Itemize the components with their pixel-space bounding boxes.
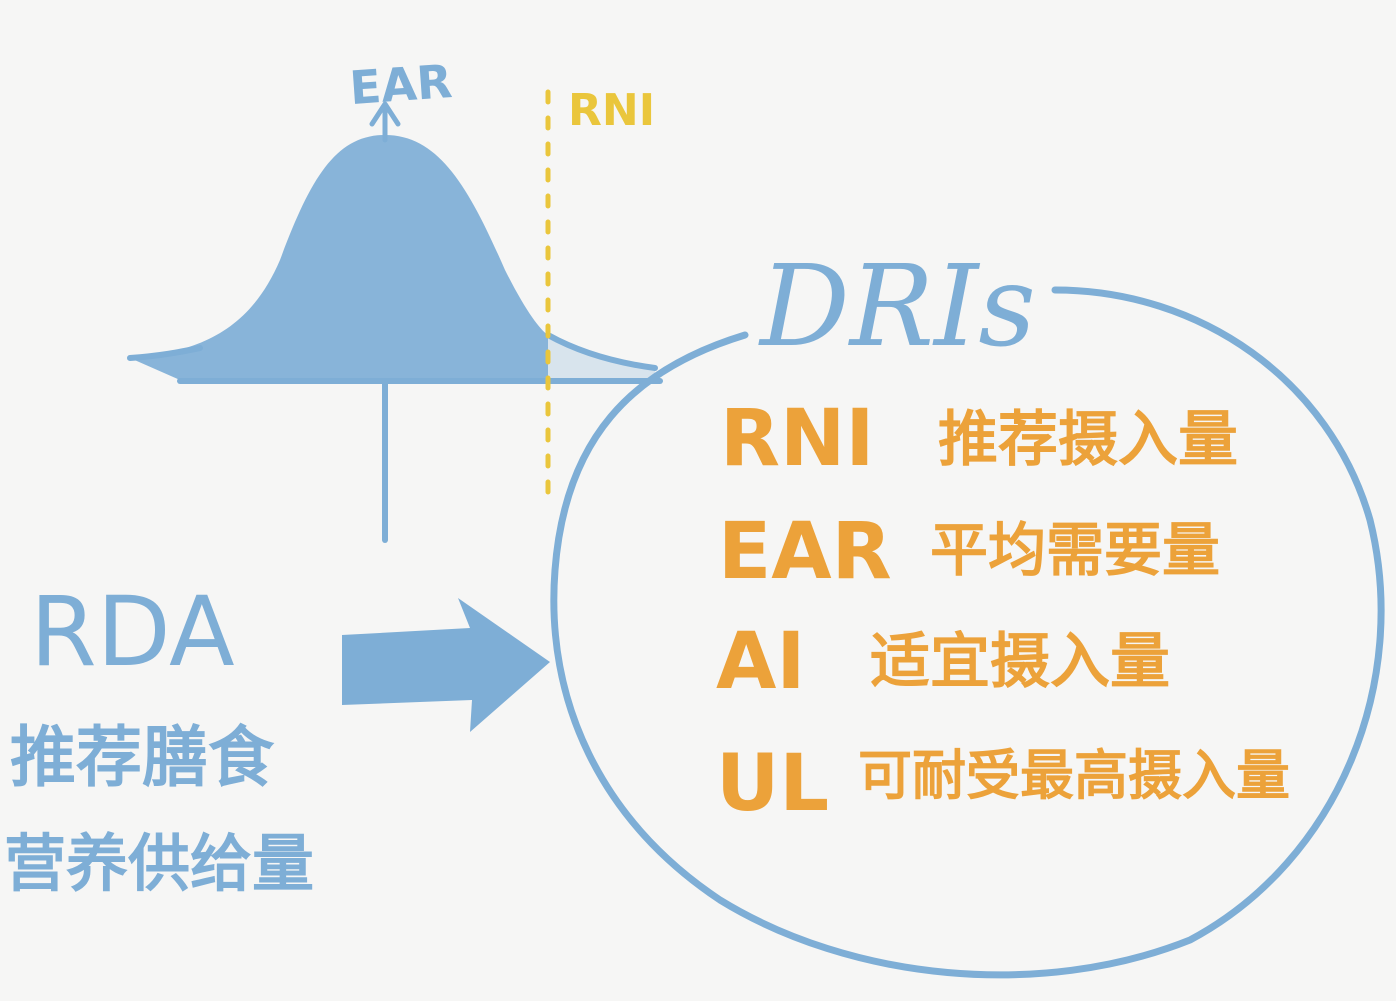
dris-item-text: 适宜摄入量 — [870, 627, 1170, 697]
dris-item-abbr: EAR — [718, 507, 892, 597]
rda-line1: 推荐膳食 — [10, 719, 275, 796]
peak-label-ear: EAR — [348, 54, 454, 115]
peak-arrow-icon — [369, 101, 401, 127]
dris-item-text: 推荐摄入量 — [938, 405, 1238, 475]
curve-tail-fill — [548, 335, 655, 380]
dris-item-rni: RNI 推荐摄入量 — [720, 394, 1238, 484]
dris-item-text: 平均需要量 — [930, 516, 1220, 584]
dris-item-ul: UL 可耐受最高摄入量 — [716, 739, 1290, 829]
dris-circle-group: DRIs RNI 推荐摄入量 EAR 平均需要量 AI 适宜摄入量 UL 可耐受… — [550, 242, 1385, 979]
dris-list: RNI 推荐摄入量 EAR 平均需要量 AI 适宜摄入量 UL 可耐受最高摄入量 — [716, 394, 1290, 829]
rda-line2: 营养供给量 — [4, 827, 314, 900]
dris-title: DRIs — [758, 242, 1036, 372]
dris-circle — [550, 286, 1385, 979]
rda-block: RDA 推荐膳食 营养供给量 — [4, 576, 314, 900]
rni-marker-label: RNI — [568, 85, 655, 136]
dris-item-ear: EAR 平均需要量 — [718, 507, 1220, 597]
dris-item-ai: AI 适宜摄入量 — [716, 617, 1170, 707]
rni-marker: RNI — [545, 85, 655, 503]
rda-abbr: RDA — [30, 576, 235, 688]
normal-distribution-curve: EAR — [127, 54, 663, 543]
dris-item-abbr: AI — [716, 617, 805, 707]
dris-item-abbr: RNI — [720, 394, 874, 484]
curve-fill — [130, 135, 548, 380]
curve-tail — [545, 332, 658, 371]
dris-item-text: 可耐受最高摄入量 — [858, 744, 1290, 807]
curve-left-tail — [127, 345, 203, 361]
arrow-right-icon — [342, 598, 550, 732]
dris-item-abbr: UL — [716, 739, 829, 829]
